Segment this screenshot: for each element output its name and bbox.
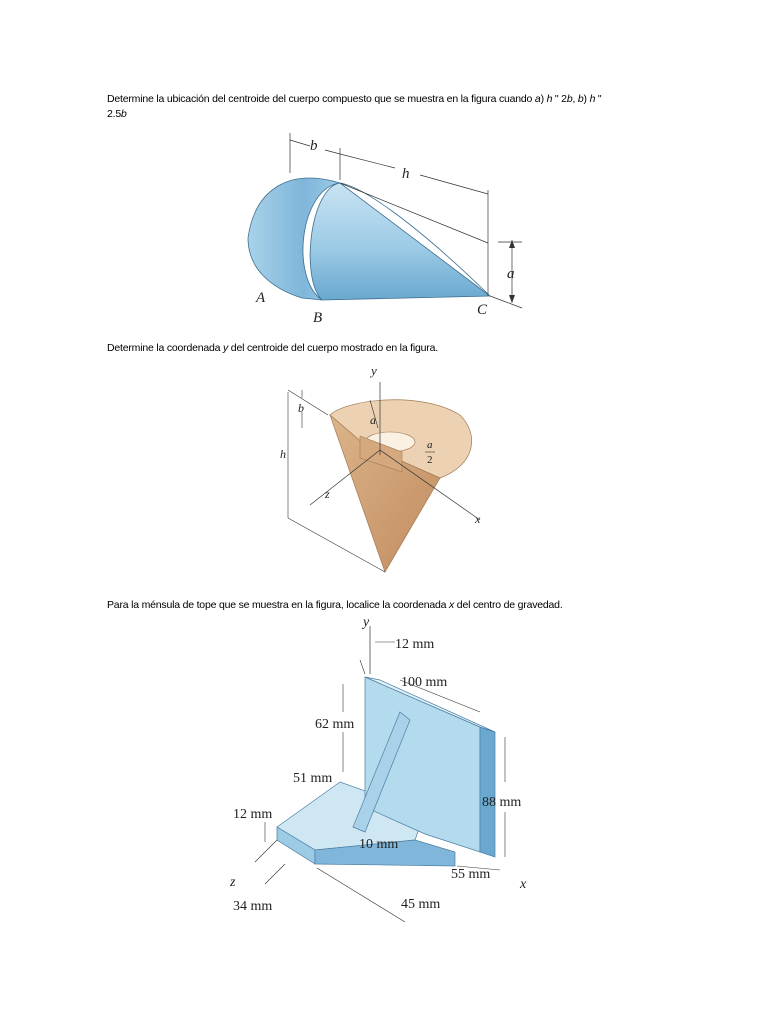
label-C: C [477, 302, 488, 318]
problem-1-text-part: b [566, 93, 573, 105]
problem-1-text-part: 2.5 [107, 108, 121, 120]
label-62mm: 62 mm [315, 717, 354, 732]
problem-1-text-part: ) [583, 93, 590, 105]
problem-1-text-part: , [572, 93, 578, 105]
problem-2-text-part: Determine la coordenada [107, 342, 224, 354]
figure-2-cone-notch: y b a h a 2 z x [280, 363, 481, 573]
label-b: b [310, 138, 318, 154]
problem-1-text-part: b [577, 93, 584, 105]
cone-shape [309, 182, 492, 301]
problem-3-text-part: x [449, 599, 455, 611]
figure-1-cone-hemisphere: b h a A B C [247, 133, 523, 326]
label-45mm: 45 mm [401, 897, 440, 912]
label-h: h [402, 166, 410, 182]
problem-3-text-part: Para la ménsula de tope que se muestra e… [107, 599, 450, 611]
problem-2-text: Determine la coordenada y del centroide … [107, 341, 667, 356]
label-a-over-2-num: a [427, 439, 433, 451]
figure-3-bracket: y 12 mm 100 mm 62 mm 51 mm 88 mm 12 mm 1… [229, 615, 527, 922]
problem-1-text-part: a [534, 93, 541, 105]
problem-1-text-part: " 2 [552, 93, 567, 105]
hemisphere-shape [247, 177, 341, 301]
problem-1-text-part: h [589, 93, 596, 105]
label-51mm: 51 mm [293, 771, 332, 786]
label-a-over-2-den: 2 [427, 454, 433, 466]
label-x: x [519, 877, 527, 892]
problem-3-text-part: del centro de gravedad. [454, 599, 563, 611]
problem-1-text-part: ) [540, 93, 547, 105]
label-y: y [361, 615, 370, 630]
label-x: x [474, 512, 481, 526]
problem-2-text-part: del centroide del cuerpo mostrado en la … [228, 342, 438, 354]
problem-3-text: Para la ménsula de tope que se muestra e… [107, 598, 667, 613]
label-B: B [313, 310, 322, 326]
label-55mm: 55 mm [451, 867, 490, 882]
label-100mm: 100 mm [401, 675, 447, 690]
cone-body-shape [329, 413, 441, 573]
label-88mm: 88 mm [482, 795, 521, 810]
label-12mm-left: 12 mm [233, 807, 272, 822]
label-h: h [280, 447, 286, 461]
label-z: z [324, 487, 330, 501]
label-A: A [255, 290, 266, 306]
rib-shape [352, 711, 411, 833]
problem-1-text-part: h [546, 93, 553, 105]
label-b: b [298, 401, 304, 415]
label-10mm: 10 mm [359, 837, 398, 852]
problem-1-text-part: b [121, 108, 127, 120]
problem-2-text-part: y [223, 342, 229, 354]
label-a: a [370, 413, 376, 427]
label-34mm: 34 mm [233, 899, 272, 914]
label-z: z [229, 875, 236, 890]
problem-1-text-part: " [595, 93, 602, 105]
label-12mm-top: 12 mm [395, 637, 434, 652]
problem-1-text: Determine la ubicación del centroide del… [107, 92, 667, 122]
label-y: y [369, 363, 377, 378]
label-a: a [507, 266, 515, 282]
problem-1-text-part: Determine la ubicación del centroide del… [107, 93, 535, 105]
